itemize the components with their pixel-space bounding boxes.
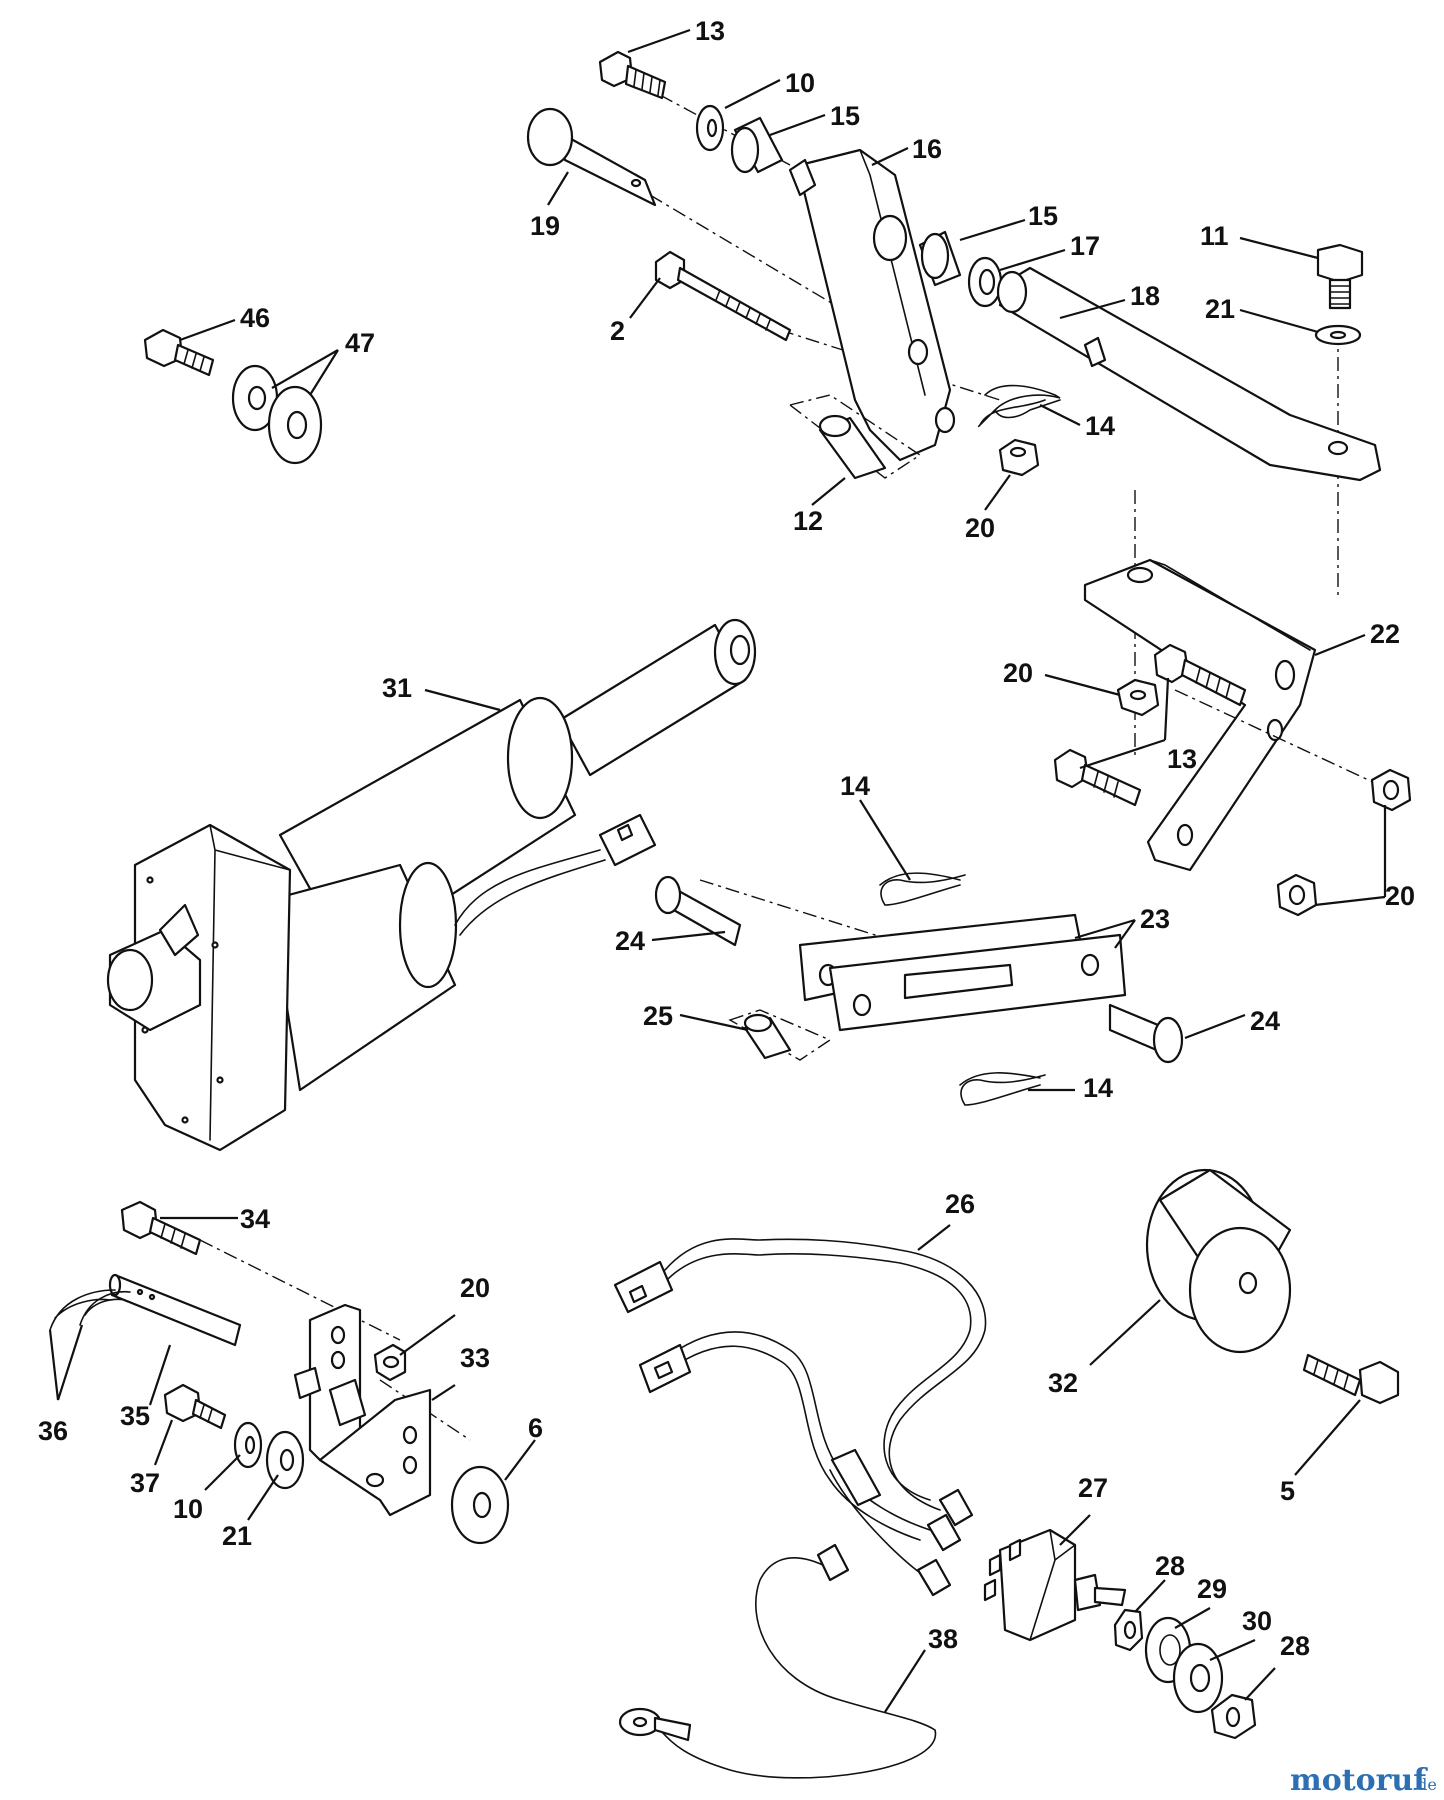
lift-arm-assembly — [526, 50, 1382, 760]
callout-34: 34 — [240, 1204, 270, 1234]
spacer-12 — [788, 394, 922, 480]
nut-28-b — [1210, 1693, 1257, 1740]
callout-14-mid: 14 — [840, 771, 870, 801]
callout-33: 33 — [460, 1343, 490, 1373]
leader-lines — [48, 28, 1387, 1713]
watermark-logo: motoruf .de — [1290, 1763, 1437, 1798]
bracket-22-assembly — [1053, 558, 1412, 917]
bushing-15-top — [730, 116, 784, 174]
callout-27: 27 — [1078, 1473, 1108, 1503]
actuator-31 — [106, 618, 757, 1152]
bolt-5 — [1302, 1353, 1400, 1405]
clip-14-mid — [879, 872, 966, 906]
bolt-13-bracket-lower — [1053, 748, 1142, 807]
callout-12: 12 — [793, 506, 823, 536]
callout-29: 29 — [1197, 1574, 1227, 1604]
switch-27 — [983, 1528, 1127, 1642]
callout-37: 37 — [130, 1468, 160, 1498]
clip-14-lower — [959, 1072, 1046, 1106]
callout-38: 38 — [928, 1624, 958, 1654]
ground-wire-38 — [618, 1543, 937, 1779]
clevis-pin-24-right — [1108, 1003, 1184, 1064]
bolt-2 — [654, 250, 792, 342]
axis-line-bolt13 — [659, 94, 791, 166]
clip-36-b — [79, 1290, 131, 1326]
clip-14-top — [977, 384, 1061, 428]
callout-23: 23 — [1140, 904, 1170, 934]
callout-10-lower: 10 — [173, 1494, 203, 1524]
bolt-11 — [1316, 243, 1364, 310]
callout-32: 32 — [1048, 1368, 1078, 1398]
pin-19 — [526, 107, 657, 207]
callout-20-lower: 20 — [460, 1273, 490, 1303]
callout-24-left: 24 — [615, 926, 645, 956]
callout-28-b: 28 — [1280, 1631, 1310, 1661]
callout-31: 31 — [382, 673, 412, 703]
spacer-25 — [728, 1009, 832, 1061]
callout-14-lower: 14 — [1083, 1073, 1113, 1103]
callout-19: 19 — [530, 211, 560, 241]
callout-20-bracket: 20 — [1003, 658, 1033, 688]
callout-22: 22 — [1370, 619, 1400, 649]
clevis-pin-24-left — [654, 875, 742, 947]
bolt-34 — [120, 1200, 202, 1256]
nut-20-top — [998, 438, 1040, 477]
callout-14-top: 14 — [1085, 411, 1115, 441]
nut-20-bracket-right-upper — [1370, 768, 1412, 812]
callout-13-top: 13 — [695, 16, 725, 46]
callout-11: 11 — [1200, 221, 1229, 251]
callout-24-right: 24 — [1250, 1006, 1280, 1036]
wiring-harness-assembly — [613, 1238, 1257, 1779]
bushing-15-lower — [918, 230, 962, 287]
bracket-33 — [293, 1303, 432, 1517]
nut-20-bracket-left — [1116, 678, 1160, 717]
watermark-suffix: .de — [1412, 1775, 1437, 1794]
rod-18 — [996, 266, 1382, 482]
lower-bracket-assembly — [49, 1200, 510, 1545]
callout-36: 36 — [38, 1416, 68, 1446]
callout-10-top: 10 — [785, 68, 815, 98]
callout-2: 2 — [610, 316, 625, 346]
nut-20-bracket-right-lower — [1276, 873, 1318, 917]
bolt-37 — [163, 1383, 227, 1430]
bracket-22 — [1083, 558, 1317, 872]
callout-6: 6 — [528, 1413, 543, 1443]
pin-35 — [108, 1273, 242, 1347]
callout-17: 17 — [1070, 231, 1100, 261]
callout-labels: 13 10 15 16 19 15 17 11 2 18 21 46 47 14… — [38, 16, 1415, 1661]
callout-18: 18 — [1130, 281, 1160, 311]
callout-35: 35 — [120, 1401, 150, 1431]
callout-47: 47 — [345, 328, 375, 358]
callout-28-a: 28 — [1155, 1551, 1185, 1581]
callout-16: 16 — [912, 134, 942, 164]
nut-20-lower — [373, 1343, 407, 1382]
nut-28-a — [1113, 1608, 1144, 1652]
knob-32 — [1145, 1168, 1292, 1354]
lift-arm-16 — [788, 148, 956, 462]
callout-25: 25 — [643, 1001, 673, 1031]
callout-20-top: 20 — [965, 513, 995, 543]
callout-20-right: 20 — [1385, 881, 1415, 911]
axis-line-pin — [649, 194, 861, 321]
callout-46: 46 — [240, 303, 270, 333]
callout-15-top: 15 — [830, 101, 860, 131]
bolt-13-bracket-upper — [1153, 643, 1247, 707]
harness-26 — [613, 1238, 987, 1597]
callout-5: 5 — [1280, 1476, 1295, 1506]
callout-30: 30 — [1242, 1606, 1272, 1636]
bolt-46 — [143, 328, 215, 377]
callout-26: 26 — [945, 1189, 975, 1219]
callout-15-lower: 15 — [1028, 201, 1058, 231]
watermark-brand: motoruf — [1290, 1763, 1428, 1798]
clip-36-a — [49, 1289, 116, 1331]
callout-21-lower: 21 — [222, 1521, 252, 1551]
link-plate-assembly — [654, 872, 1184, 1106]
callout-21-top: 21 — [1205, 294, 1235, 324]
callout-13-bracket: 13 — [1167, 744, 1197, 774]
bolt-13-top — [598, 50, 667, 100]
